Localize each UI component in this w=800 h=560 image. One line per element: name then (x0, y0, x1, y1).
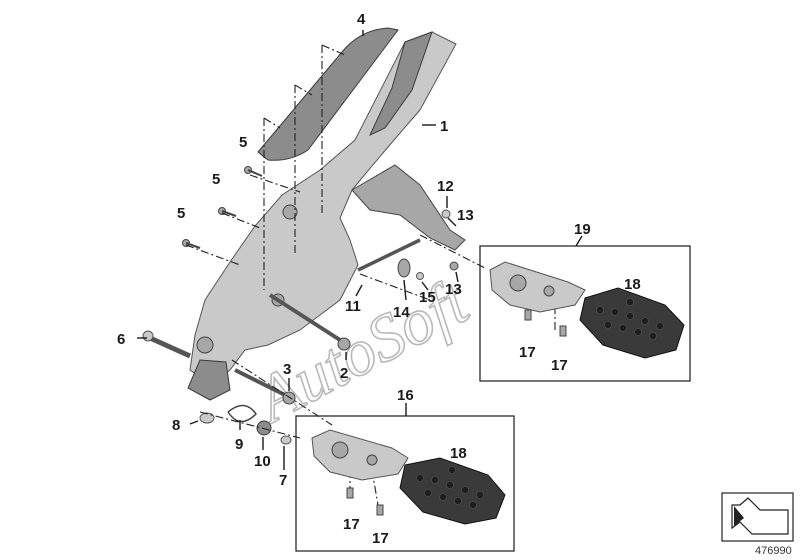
callout-label: 18 (450, 445, 467, 462)
screw (218, 207, 237, 217)
callout-label: 5 (212, 171, 220, 188)
pin (357, 238, 421, 272)
callout-label: 15 (419, 289, 436, 306)
callout-label: 13 (445, 281, 462, 298)
spring (397, 258, 411, 278)
main-bracket (187, 31, 466, 401)
callout-label: 17 (372, 530, 389, 547)
screw (559, 325, 567, 337)
callout-label: 1 (440, 118, 448, 135)
callout-label: 2 (340, 365, 348, 382)
footrest-right (489, 261, 586, 313)
callout-label: 18 (624, 276, 641, 293)
rubber-pad-left (399, 457, 506, 525)
callout-label: 17 (551, 357, 568, 374)
callout-label: 5 (239, 134, 247, 151)
nut (256, 420, 272, 436)
callout-label: 16 (397, 387, 414, 404)
callout-label: 17 (343, 516, 360, 533)
stud (142, 330, 192, 359)
document-number: 476990 (755, 545, 792, 557)
assembly-lines (185, 44, 556, 506)
screw (244, 166, 263, 177)
rubber-pad-right (579, 287, 685, 359)
screw (182, 239, 201, 249)
washer (199, 412, 215, 424)
callout-label: 19 (574, 221, 591, 238)
callout-label: 3 (283, 361, 291, 378)
ball (416, 272, 424, 280)
callout-label: 9 (235, 436, 243, 453)
screw (524, 309, 532, 321)
washer (449, 261, 459, 271)
corner-arrow-icon (721, 492, 794, 542)
callout-label: 8 (172, 417, 180, 434)
footrest-left (311, 429, 409, 481)
assembly-box-19 (479, 245, 691, 382)
screw (376, 504, 384, 516)
callout-label: 7 (279, 472, 287, 489)
callout-label: 12 (437, 178, 454, 195)
callout-label: 4 (357, 11, 366, 28)
washer (280, 435, 292, 445)
callout-label: 17 (519, 344, 536, 361)
callout-label: 11 (345, 298, 361, 315)
callout-label: 14 (393, 304, 410, 321)
cover-plate (257, 27, 399, 161)
callout-label: 13 (457, 207, 474, 224)
callout-label: 5 (177, 205, 185, 222)
callout-label: 6 (117, 331, 125, 348)
assembly-box-16 (295, 415, 515, 552)
clip-ring (441, 209, 451, 219)
spring-clip (227, 404, 257, 423)
leader-lines (137, 30, 583, 470)
screw (346, 487, 354, 499)
bolt (268, 293, 351, 351)
callouts: 4 1 5 5 5 12 13 19 18 13 15 11 14 6 17 1… (117, 11, 641, 547)
callout-label: 10 (254, 453, 271, 470)
